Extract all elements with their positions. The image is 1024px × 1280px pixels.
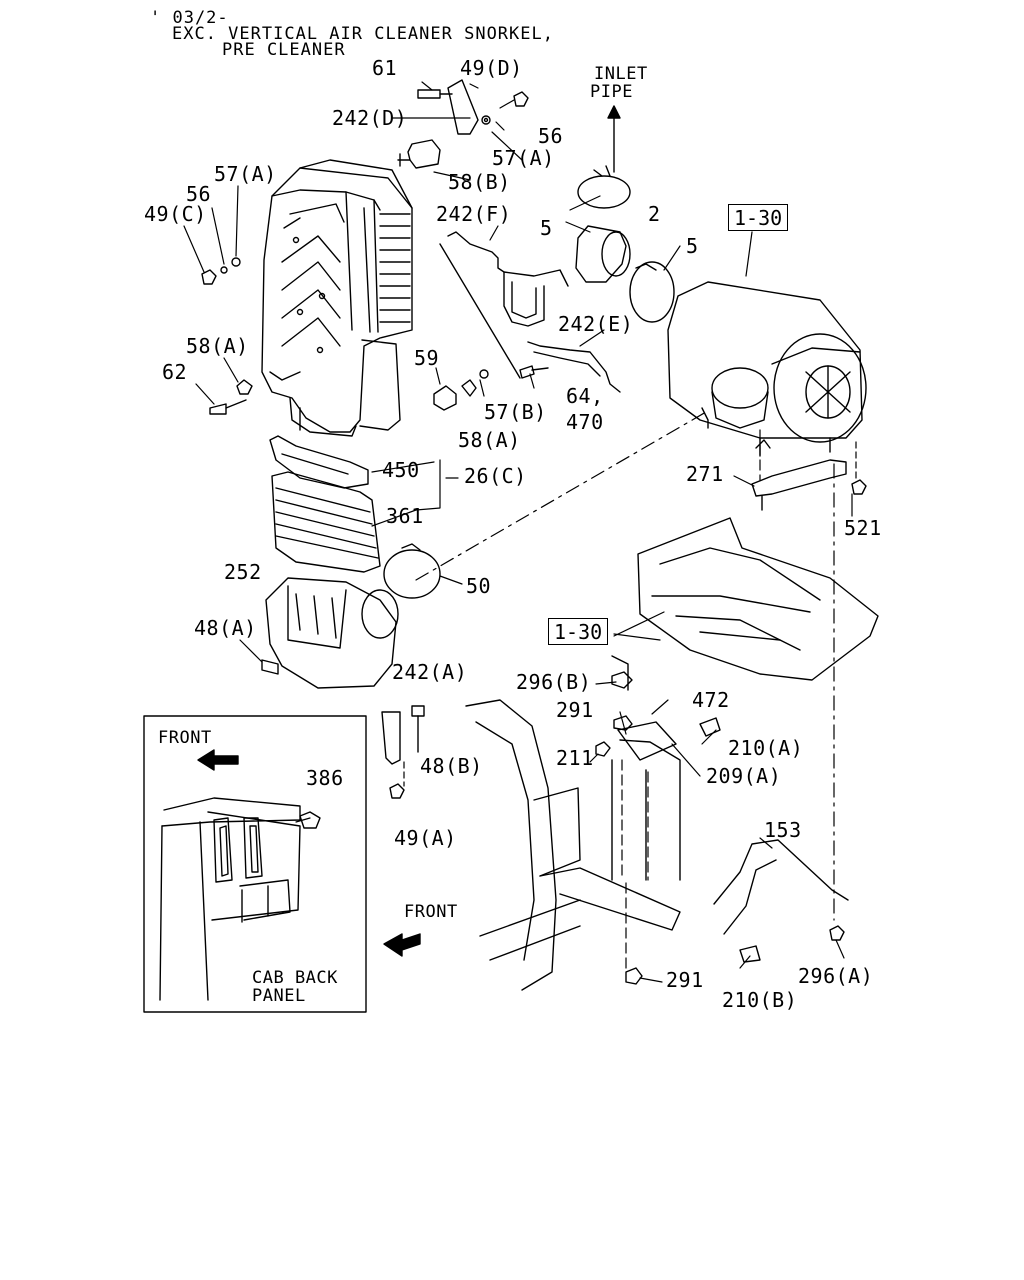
part-242a: 242(A) — [392, 660, 468, 684]
part-48a: 48(A) — [194, 616, 257, 640]
part-58b: 58(B) — [448, 170, 511, 194]
part-5-left: 5 — [540, 216, 553, 240]
part-48b: 48(B) — [420, 754, 483, 778]
part-252: 252 — [224, 560, 262, 584]
part-242e: 242(E) — [558, 312, 634, 336]
part-450: 450 — [382, 458, 420, 482]
cab-back-label-1: CAB BACK — [252, 968, 338, 988]
part-470: 470 — [566, 410, 604, 434]
part-472: 472 — [692, 688, 730, 712]
ref-box-1-30-mid: 1-30 — [548, 618, 609, 645]
date-code: ' 03/2- — [150, 8, 229, 28]
part-210a: 210(A) — [728, 736, 804, 760]
part-58a-left: 58(A) — [186, 334, 249, 358]
bracket-271-hardware — [752, 460, 866, 510]
part-242f: 242(F) — [436, 202, 512, 226]
part-56-top: 56 — [538, 124, 564, 148]
part-2: 2 — [648, 202, 661, 226]
part-211: 211 — [556, 746, 594, 770]
part-49d: 49(D) — [460, 56, 523, 80]
frame-floor-platform — [638, 518, 878, 680]
support-brackets — [440, 232, 620, 392]
leader-lines — [184, 82, 856, 982]
cab-and-chassis — [466, 656, 848, 990]
part-521: 521 — [844, 516, 882, 540]
ref-box-1-30-top: 1-30 — [728, 204, 789, 231]
part-49a: 49(A) — [394, 826, 457, 850]
cab-back-label-2: PANEL — [252, 986, 306, 1006]
part-296a: 296(A) — [798, 964, 874, 988]
part-209a: 209(A) — [706, 764, 782, 788]
inlet-pipe-label-2: PIPE — [590, 82, 633, 102]
inlet-duct-and-clamps — [576, 106, 674, 322]
intake-elbow — [262, 578, 398, 688]
part-62: 62 — [162, 360, 188, 384]
note-line-2: PRE CLEANER — [222, 40, 346, 60]
part-50: 50 — [466, 574, 492, 598]
part-210b: 210(B) — [722, 988, 798, 1012]
part-56-left: 56 — [186, 182, 212, 206]
part-5-right: 5 — [686, 234, 699, 258]
air-cleaner-main — [668, 282, 866, 456]
part-386: 386 — [306, 766, 344, 790]
part-271: 271 — [686, 462, 724, 486]
part-291-bottom: 291 — [666, 968, 704, 992]
part-242d: 242(D) — [332, 106, 408, 130]
inset-cab-back-panel — [144, 716, 366, 1012]
part-291-top: 291 — [556, 698, 594, 722]
part-26c: 26(C) — [464, 464, 527, 488]
part-49c: 49(C) — [144, 202, 207, 226]
front-label-main: FRONT — [404, 902, 458, 922]
inlet-pipe-label-1: INLET — [594, 64, 648, 84]
bracket-242a-hardware — [382, 706, 424, 798]
part-58a-mid: 58(A) — [458, 428, 521, 452]
front-label-inset: FRONT — [158, 728, 212, 748]
part-61: 61 — [372, 56, 398, 80]
pre-cleaner-housing — [262, 160, 412, 436]
part-57a-top: 57(A) — [492, 146, 555, 170]
part-296b: 296(B) — [516, 670, 592, 694]
top-bracket-hardware — [202, 80, 548, 414]
part-57a-left: 57(A) — [214, 162, 277, 186]
part-59: 59 — [414, 346, 440, 370]
note-line-1: EXC. VERTICAL AIR CLEANER SNORKEL, — [172, 24, 554, 44]
part-153: 153 — [764, 818, 802, 842]
front-arrow-main — [384, 934, 420, 956]
part-64: 64, — [566, 384, 604, 408]
part-57b: 57(B) — [484, 400, 547, 424]
intake-hose-assembly — [270, 436, 440, 598]
part-361: 361 — [386, 504, 424, 528]
